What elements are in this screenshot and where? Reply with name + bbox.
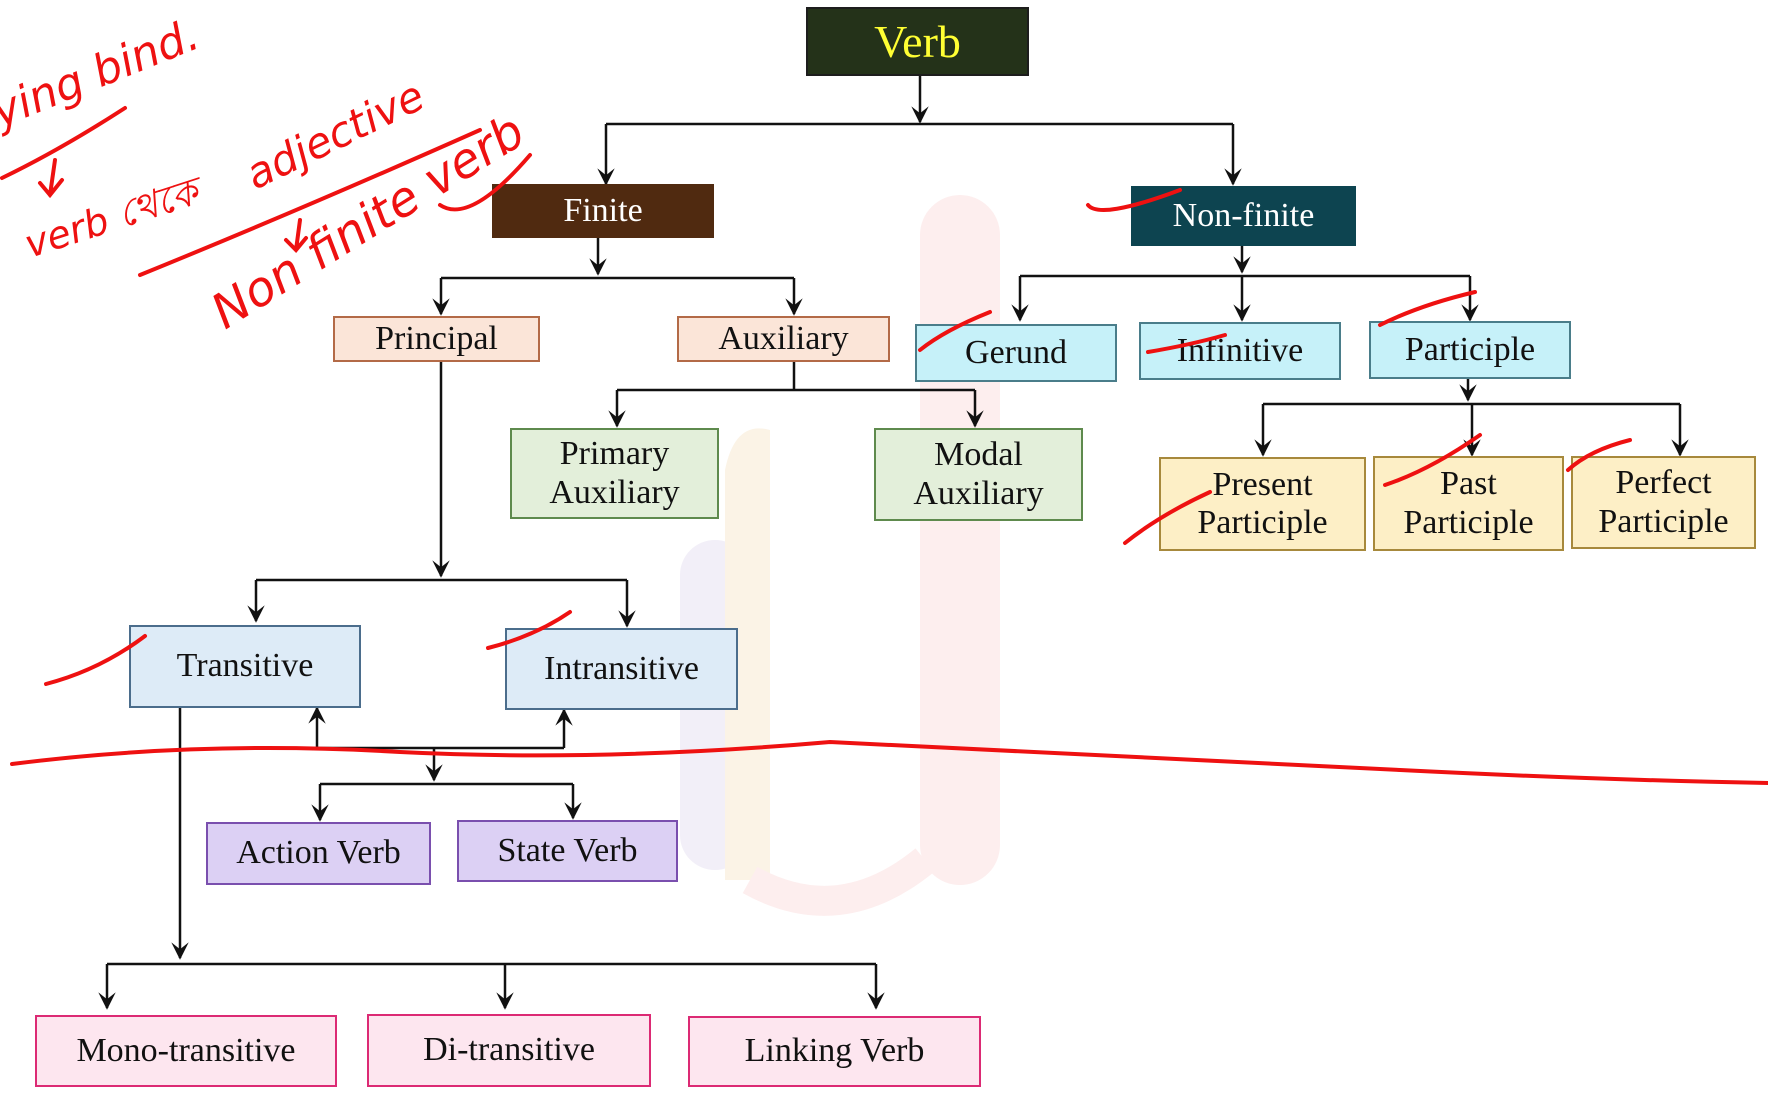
node-modal-auxiliary: Modal Auxiliary xyxy=(874,428,1083,521)
node-principal: Principal xyxy=(333,316,540,362)
node-perfect-participle: Perfect Participle xyxy=(1571,456,1756,549)
node-transitive: Transitive xyxy=(129,625,361,708)
node-di-transitive: Di-transitive xyxy=(367,1014,651,1087)
node-action-verb: Action Verb xyxy=(206,822,431,885)
node-linking-verb: Linking Verb xyxy=(688,1016,981,1087)
node-infinitive: Infinitive xyxy=(1139,322,1341,380)
node-intransitive: Intransitive xyxy=(505,628,738,710)
note-ying-bind: ying bind. xyxy=(0,9,206,139)
node-present-participle: Present Participle xyxy=(1159,457,1366,551)
node-state-verb: State Verb xyxy=(457,820,678,882)
node-auxiliary: Auxiliary xyxy=(677,316,890,362)
node-gerund: Gerund xyxy=(915,324,1117,382)
node-finite: Finite xyxy=(492,184,714,238)
ink-strokes xyxy=(0,106,1768,785)
note-verb-theke: verb থেকে xyxy=(19,167,210,267)
node-mono-transitive: Mono-transitive xyxy=(35,1015,337,1087)
node-primary-auxiliary: Primary Auxiliary xyxy=(510,428,719,519)
node-non-finite: Non-finite xyxy=(1131,186,1356,246)
node-past-participle: Past Participle xyxy=(1373,456,1564,551)
node-verb: Verb xyxy=(806,7,1029,76)
node-participle: Participle xyxy=(1369,321,1571,379)
